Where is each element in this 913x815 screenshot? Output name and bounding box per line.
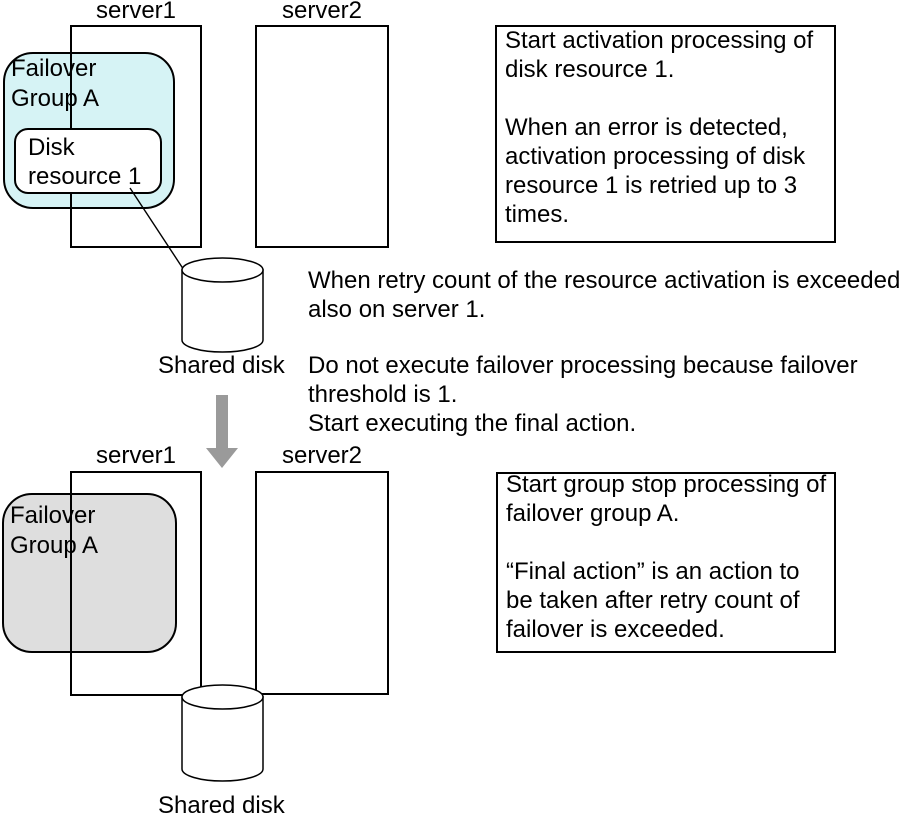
bottom-note-text: Start group stop processing of failover … (506, 471, 827, 643)
retry-exceeded-text: When retry count of the resource activat… (308, 267, 901, 323)
bottom-server1-label: server1 (95, 442, 177, 469)
bottom-server1-box (70, 471, 202, 696)
top-server2-box (255, 25, 389, 248)
top-note-box (495, 25, 836, 243)
bottom-shared-disk-cylinder-icon (181, 684, 264, 782)
top-note-text: Start activation processing of disk reso… (505, 27, 814, 228)
top-failover-group-label: Failover Group A (11, 55, 100, 112)
bottom-failover-group-label: Failover Group A (10, 502, 99, 559)
top-shared-disk-cylinder-icon (181, 257, 264, 353)
final-action-text: Do not execute failover processing becau… (308, 352, 858, 437)
disk-resource-box (14, 128, 162, 194)
bottom-server2-box (255, 471, 389, 695)
bottom-server2-label: server2 (281, 442, 363, 469)
disk-resource-label: Disk resource 1 (28, 134, 142, 190)
top-shared-disk-label: Shared disk (158, 352, 285, 379)
transition-down-arrow-icon (206, 395, 238, 468)
bottom-note-box (496, 472, 836, 653)
top-server1-label: server1 (95, 0, 177, 24)
bottom-failover-group-box (2, 493, 177, 653)
bottom-shared-disk-label: Shared disk (158, 792, 285, 815)
top-server2-label: server2 (281, 0, 363, 24)
